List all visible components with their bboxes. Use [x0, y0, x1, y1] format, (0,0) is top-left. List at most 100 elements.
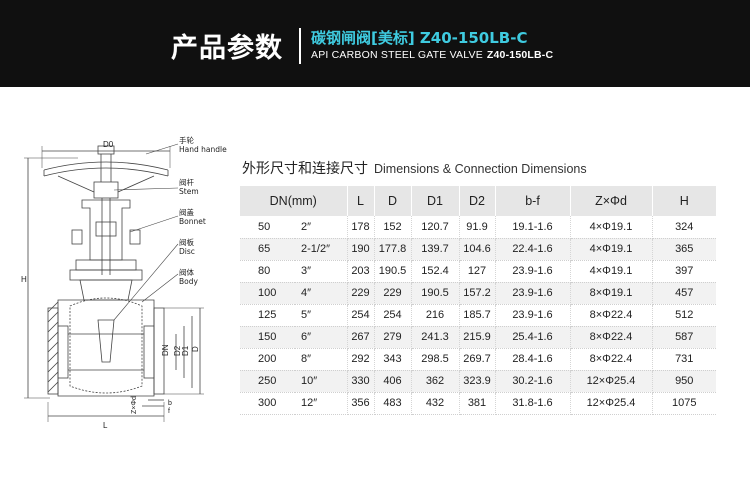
cell-bf: 28.4-1.6 — [495, 348, 571, 371]
cell-inch: 3″ — [295, 260, 348, 283]
cell-h: 397 — [652, 260, 716, 283]
cell-d1: 241.3 — [411, 326, 460, 349]
cell-bf: 22.4-1.6 — [495, 238, 571, 261]
cell-zd: 8×Φ22.4 — [570, 326, 653, 349]
header-bf: b-f — [495, 186, 571, 216]
cell-l: 190 — [347, 238, 375, 261]
cell-dn: 200 — [240, 348, 295, 371]
cell-inch: 4″ — [295, 282, 348, 305]
cell-d: 152 — [374, 216, 412, 239]
page-title: 产品参数 — [171, 33, 283, 64]
cell-h: 587 — [652, 326, 716, 349]
cell-d: 483 — [374, 392, 412, 415]
cell-bf: 23.9-1.6 — [495, 282, 571, 305]
callout-en: Disc — [179, 247, 195, 257]
header-banner: 产品参数 碳钢闸阀[美标] Z40-150LB-C API CARBON STE… — [0, 0, 750, 87]
header-dn: DN(mm) — [240, 186, 348, 216]
cell-dn: 250 — [240, 370, 295, 393]
cell-d2: 185.7 — [459, 304, 496, 327]
callout-en: Bonnet — [179, 217, 206, 227]
cell-h: 324 — [652, 216, 716, 239]
cell-d2: 127 — [459, 260, 496, 283]
cell-l: 356 — [347, 392, 375, 415]
cell-h: 950 — [652, 370, 716, 393]
cell-dn: 100 — [240, 282, 295, 305]
cell-dn: 65 — [240, 238, 295, 261]
cell-inch: 2″ — [295, 216, 348, 239]
cell-dn: 125 — [240, 304, 295, 327]
cell-d: 343 — [374, 348, 412, 371]
dim-label-l: L — [103, 421, 108, 430]
header-d1: D1 — [411, 186, 460, 216]
cell-dn: 150 — [240, 326, 295, 349]
cell-l: 229 — [347, 282, 375, 305]
cell-d: 279 — [374, 326, 412, 349]
cell-d2: 215.9 — [459, 326, 496, 349]
cell-h: 512 — [652, 304, 716, 327]
cell-dn: 300 — [240, 392, 295, 415]
cell-zd: 8×Φ22.4 — [570, 304, 653, 327]
callout-cn: 阀板 — [179, 238, 194, 247]
dim-label-d2: D2 — [173, 345, 182, 356]
cell-dn: 80 — [240, 260, 295, 283]
dim-label-d0: D0 — [103, 140, 114, 149]
cell-d1: 152.4 — [411, 260, 460, 283]
cell-dn: 50 — [240, 216, 295, 239]
cell-d1: 362 — [411, 370, 460, 393]
header-d: D — [374, 186, 412, 216]
callout-cn: 阀盖 — [179, 208, 194, 217]
cell-inch: 12″ — [295, 392, 348, 415]
cell-zd: 4×Φ19.1 — [570, 238, 653, 261]
cell-l: 330 — [347, 370, 375, 393]
gate-valve-diagram: D0 H L DN D2 D1 D Z×Φd b f — [21, 140, 204, 430]
dim-label-h: H — [21, 275, 27, 284]
cell-d: 190.5 — [374, 260, 412, 283]
cell-bf: 23.9-1.6 — [495, 260, 571, 283]
cell-l: 267 — [347, 326, 375, 349]
cell-inch: 8″ — [295, 348, 348, 371]
cell-bf: 31.8-1.6 — [495, 392, 571, 415]
dim-label-dn: DN — [161, 344, 170, 356]
product-name-cn: 碳钢闸阀[美标] Z40-150LB-C — [311, 29, 528, 47]
cell-zd: 4×Φ19.1 — [570, 260, 653, 283]
cell-inch: 2-1/2″ — [295, 238, 348, 261]
cell-inch: 5″ — [295, 304, 348, 327]
dimensions-title-en: Dimensions & Connection Dimensions — [374, 162, 587, 176]
callout-en: Stem — [179, 187, 199, 197]
cell-d: 229 — [374, 282, 412, 305]
cell-zd: 8×Φ19.1 — [570, 282, 653, 305]
cell-h: 365 — [652, 238, 716, 261]
product-name-en-text: API CARBON STEEL GATE VALVE — [311, 49, 483, 61]
header-d2: D2 — [459, 186, 496, 216]
dim-label-f: f — [168, 408, 170, 415]
cell-d: 254 — [374, 304, 412, 327]
cell-zd: 4×Φ19.1 — [570, 216, 653, 239]
cell-bf: 30.2-1.6 — [495, 370, 571, 393]
cell-zd: 12×Φ25.4 — [570, 392, 653, 415]
cell-l: 254 — [347, 304, 375, 327]
cell-d2: 269.7 — [459, 348, 496, 371]
table-header-row: DN(mm) L D D1 D2 b-f Z×Φd H — [240, 186, 716, 216]
callout-en: Hand handle — [179, 145, 227, 155]
cell-d1: 139.7 — [411, 238, 460, 261]
cell-d2: 91.9 — [459, 216, 496, 239]
cell-h: 731 — [652, 348, 716, 371]
header-h: H — [652, 186, 716, 216]
cell-l: 203 — [347, 260, 375, 283]
cell-h: 457 — [652, 282, 716, 305]
header-l: L — [347, 186, 375, 216]
cell-d2: 381 — [459, 392, 496, 415]
dim-label-b: b — [168, 400, 172, 407]
callout-cn: 阀体 — [179, 268, 194, 277]
